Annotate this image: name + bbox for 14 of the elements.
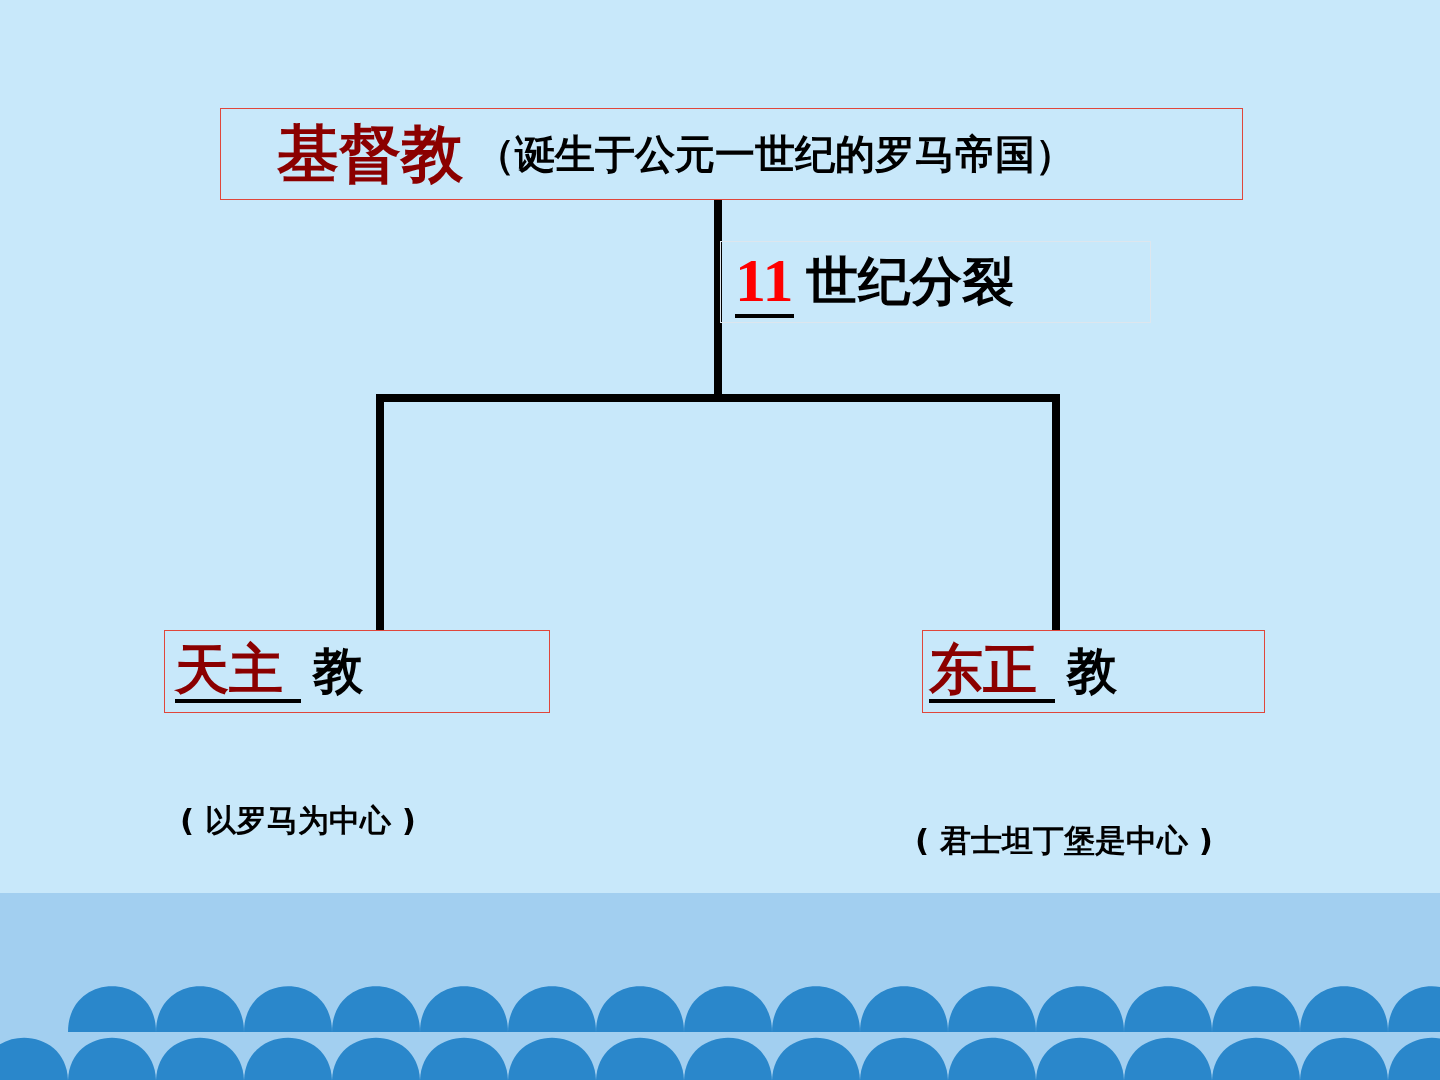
text-box (164, 630, 550, 713)
center-note: ( 以罗马为中心 ) (180, 801, 416, 840)
suffix-text: 教 (1067, 644, 1117, 699)
branch-name: 天主 (175, 639, 301, 704)
center-note: ( 君士坦丁堡是中心 ) (915, 821, 1213, 860)
origin-note: （诞生于公元一世纪的罗马帝国） (475, 132, 1075, 176)
text-box (922, 630, 1265, 713)
religion-name: 基督教 (277, 119, 463, 189)
suffix-text: 教 (313, 644, 363, 699)
century-number: 11 (735, 245, 794, 319)
split-label: 世纪分裂 (805, 253, 1014, 311)
branch-name: 东正 (929, 639, 1055, 704)
text-box (220, 108, 1243, 200)
text-box (720, 241, 1151, 323)
